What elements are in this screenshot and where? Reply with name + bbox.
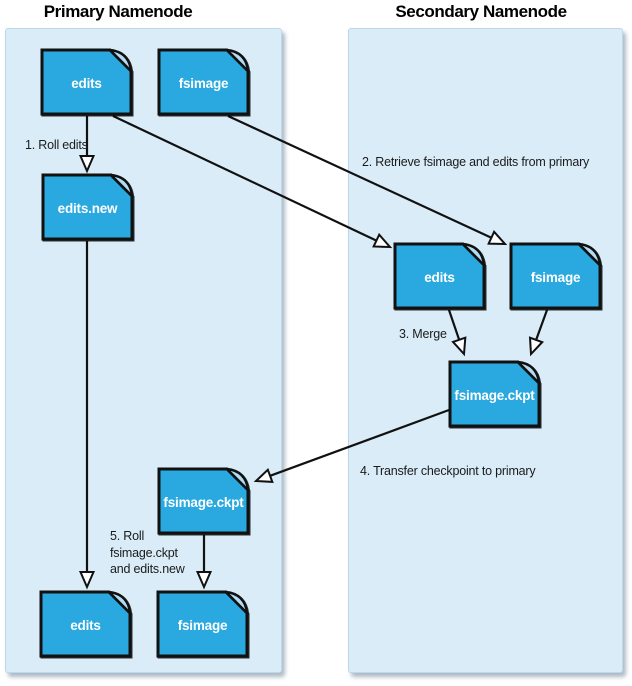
folded-corner-icon bbox=[461, 242, 486, 267]
folded-corner-icon bbox=[109, 173, 134, 198]
folded-corner-icon bbox=[225, 48, 250, 73]
folded-corner-icon bbox=[108, 48, 133, 73]
step-label-2-retrieve: 2. Retrieve fsimage and edits from prima… bbox=[362, 155, 590, 169]
document-label: fsimage bbox=[530, 269, 581, 285]
step-label-4-transfer: 4. Transfer checkpoint to primary bbox=[360, 464, 536, 478]
document-icon-primary-edits-new: edits.new bbox=[41, 173, 134, 241]
step-label-3-merge: 3. Merge bbox=[399, 327, 447, 341]
document-shape bbox=[156, 590, 249, 658]
document-icon-secondary-fsimage: fsimage bbox=[509, 242, 602, 310]
document-label: fsimage.ckpt bbox=[163, 494, 244, 510]
folded-corner-icon bbox=[516, 360, 541, 385]
document-icon-secondary-fsimage-ckpt: fsimage.ckpt bbox=[448, 360, 541, 428]
document-shape bbox=[157, 467, 250, 535]
document-shape bbox=[157, 48, 250, 116]
document-shape bbox=[509, 242, 602, 310]
document-icon-primary-edits-final: edits bbox=[39, 590, 132, 658]
folded-corner-icon bbox=[225, 467, 250, 492]
document-icon-primary-fsimage-final: fsimage bbox=[156, 590, 249, 658]
folded-corner-icon bbox=[107, 590, 132, 615]
document-label: edits.new bbox=[57, 200, 118, 216]
folded-corner-icon bbox=[577, 242, 602, 267]
secondary-namenode-title: Secondary Namenode bbox=[395, 2, 567, 21]
document-label: edits bbox=[424, 269, 455, 285]
document-label: edits bbox=[71, 75, 102, 91]
document-icon-primary-fsimage-top: fsimage bbox=[157, 48, 250, 116]
document-label: fsimage.ckpt bbox=[454, 387, 535, 403]
document-shape bbox=[393, 242, 486, 310]
document-shape bbox=[40, 48, 133, 116]
document-label: fsimage bbox=[177, 617, 228, 633]
primary-namenode-title: Primary Namenode bbox=[43, 2, 193, 21]
document-shape bbox=[41, 173, 134, 241]
step-label-1-roll-edits: 1. Roll edits bbox=[25, 138, 88, 152]
document-icon-secondary-edits: edits bbox=[393, 242, 486, 310]
document-label: edits bbox=[70, 617, 101, 633]
document-icon-primary-edits-top: edits bbox=[40, 48, 133, 116]
document-label: fsimage bbox=[178, 75, 229, 91]
secondary-namenode-panel bbox=[348, 28, 623, 673]
document-shape bbox=[448, 360, 541, 428]
document-icon-primary-fsimage-ckpt: fsimage.ckpt bbox=[157, 467, 250, 535]
folded-corner-icon bbox=[224, 590, 249, 615]
document-shape bbox=[39, 590, 132, 658]
